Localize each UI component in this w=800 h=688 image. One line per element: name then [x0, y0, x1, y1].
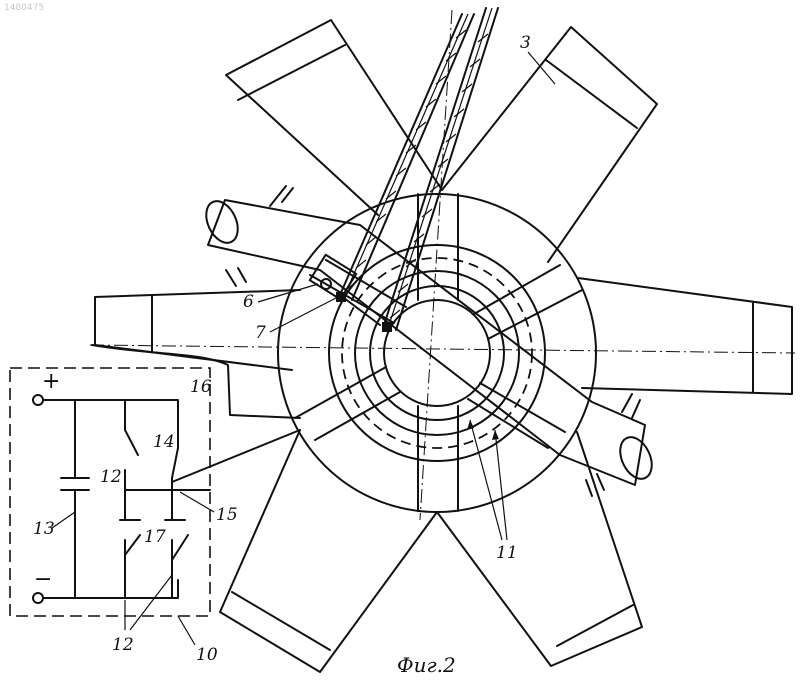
- label-15: 15: [216, 505, 238, 525]
- pole-right: [578, 278, 792, 394]
- left-pipe-end: [200, 196, 244, 248]
- rotor-winding-label: 11: [467, 420, 518, 563]
- pole-lower-left: [220, 430, 437, 672]
- rotor-spokes: [295, 194, 582, 511]
- pole-lower-right: [437, 432, 642, 666]
- label-12-capacitor: 12: [100, 467, 122, 487]
- label-3: 3: [520, 33, 531, 53]
- label-16: 16: [190, 377, 212, 397]
- label-13: 13: [33, 519, 55, 539]
- terminal-plus: +: [42, 369, 60, 394]
- label-17: 17: [144, 527, 166, 547]
- pole-upper-left: [226, 20, 442, 215]
- plus-terminal-node: [33, 395, 43, 405]
- label-12-contacts: 12: [112, 635, 134, 655]
- pole-left: [95, 290, 300, 370]
- terminal-minus: −: [34, 567, 52, 592]
- label-14: 14: [153, 432, 175, 452]
- label-11: 11: [496, 543, 518, 563]
- control-circuit: + − 16 14 12 13 17 15 12 10: [10, 368, 300, 665]
- watermark: 1480475: [4, 3, 44, 13]
- rotor-outer-circle: [278, 194, 596, 512]
- label-7: 7: [255, 323, 266, 343]
- arm: [200, 186, 658, 496]
- figure-caption: Фиг.2: [397, 653, 456, 677]
- rotor-ring-2: [355, 271, 519, 435]
- label-10: 10: [196, 645, 218, 665]
- minus-terminal-node: [33, 593, 43, 603]
- label-6: 6: [243, 292, 254, 312]
